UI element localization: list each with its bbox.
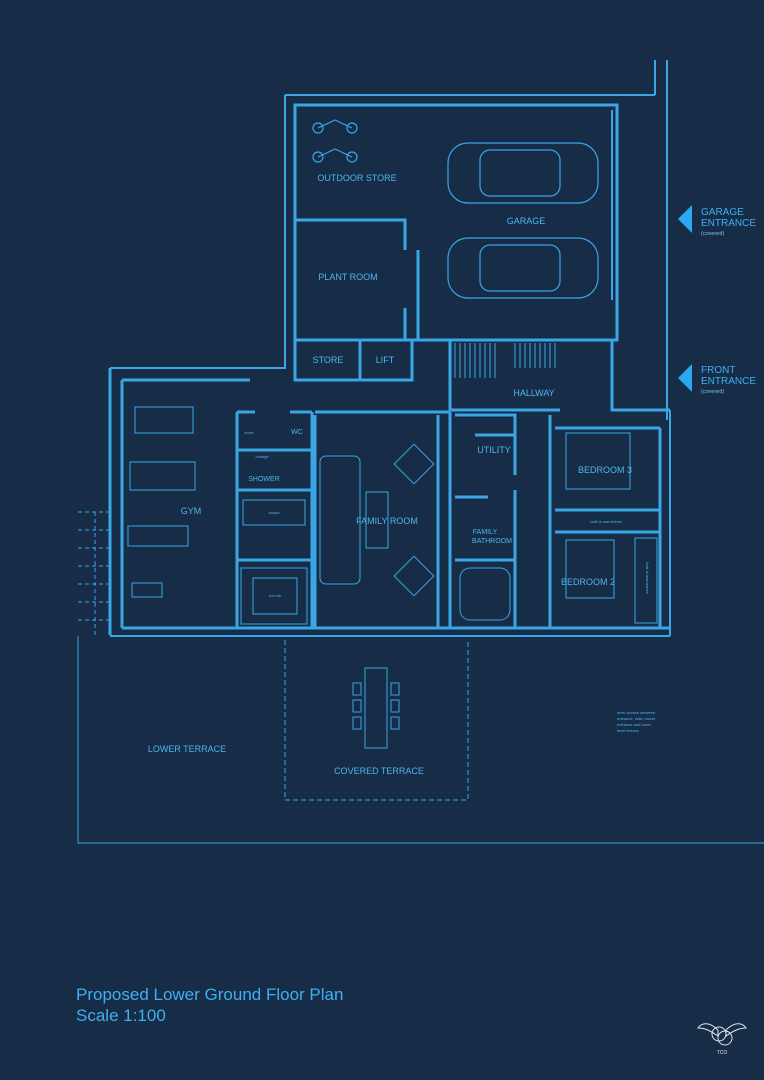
garage-entrance-arrow-icon: [678, 205, 692, 233]
terrace-outline: [77, 511, 764, 844]
label-garage: GARAGE: [507, 216, 546, 226]
front-entrance-arrow-icon: [678, 364, 692, 392]
label-store: STORE: [313, 355, 344, 365]
logo-monogram: TCO: [717, 1050, 728, 1056]
stairs: [454, 343, 556, 378]
garage-entrance-line2: ENTRANCE: [701, 218, 757, 229]
front-entrance-line2: ENTRANCE: [701, 376, 757, 387]
label-hot-tub: hot tub: [269, 593, 282, 598]
label-change: change: [255, 454, 269, 459]
label-shower: SHOWER: [248, 476, 280, 483]
note-line-2: entrance, main house: [617, 716, 656, 721]
cars: [447, 142, 599, 299]
furniture: [127, 406, 631, 749]
front-entrance-label: FRONT ENTRANCE (covered): [701, 365, 756, 398]
bikes: [312, 119, 358, 163]
label-store-small: store: [245, 430, 255, 435]
label-family-bathroom-line2: BATHROOM: [472, 538, 512, 545]
label-lift: LIFT: [376, 355, 395, 365]
front-entrance-line1: FRONT: [701, 365, 736, 376]
note-line-3: entrance and lower: [617, 722, 652, 727]
plan-scale: Scale 1:100: [76, 1006, 166, 1025]
wing-left-icon: [697, 1023, 719, 1037]
label-bedroom-2: BEDROOM 2: [561, 577, 615, 587]
note-line-4: level terrace: [617, 728, 640, 733]
note: level access between entrance, main hous…: [617, 710, 656, 733]
garage-entrance-label: GARAGE ENTRANCE (covered): [701, 207, 756, 240]
wing-right-icon: [725, 1023, 747, 1037]
label-hallway: HALLWAY: [513, 388, 554, 398]
small-labels: store change sauna hot tub built-in ward…: [245, 430, 650, 598]
label-covered-terrace: COVERED TERRACE: [334, 766, 424, 776]
label-family-room: FAMILY ROOM: [356, 516, 418, 526]
label-gym: GYM: [181, 506, 202, 516]
garage-entrance-sub: (covered): [701, 231, 725, 237]
front-entrance-sub: (covered): [701, 389, 725, 395]
label-outdoor-store: OUTDOOR STORE: [317, 173, 396, 183]
label-lower-terrace: LOWER TERRACE: [148, 744, 226, 754]
label-plant-room: PLANT ROOM: [318, 272, 377, 282]
label-family-bathroom-line1: FAMILY: [473, 529, 498, 536]
label-sauna: sauna: [269, 510, 281, 515]
garage-entrance-line1: GARAGE: [701, 207, 744, 218]
plan-title: Proposed Lower Ground Floor Plan: [76, 985, 344, 1004]
room-labels: OUTDOOR STORE GARAGE PLANT ROOM STORE LI…: [148, 173, 632, 776]
label-built-in-wardrobes-2: built-in wardrobes: [645, 562, 650, 594]
walls: [108, 60, 671, 637]
label-bedroom-3: BEDROOM 3: [578, 465, 632, 475]
note-line-1: level access between: [617, 710, 655, 715]
label-built-in-wardrobes: built-in wardrobes: [590, 519, 622, 524]
logo: TCO: [697, 1023, 747, 1056]
label-wc: WC: [291, 429, 303, 436]
label-utility: UTILITY: [477, 445, 511, 455]
